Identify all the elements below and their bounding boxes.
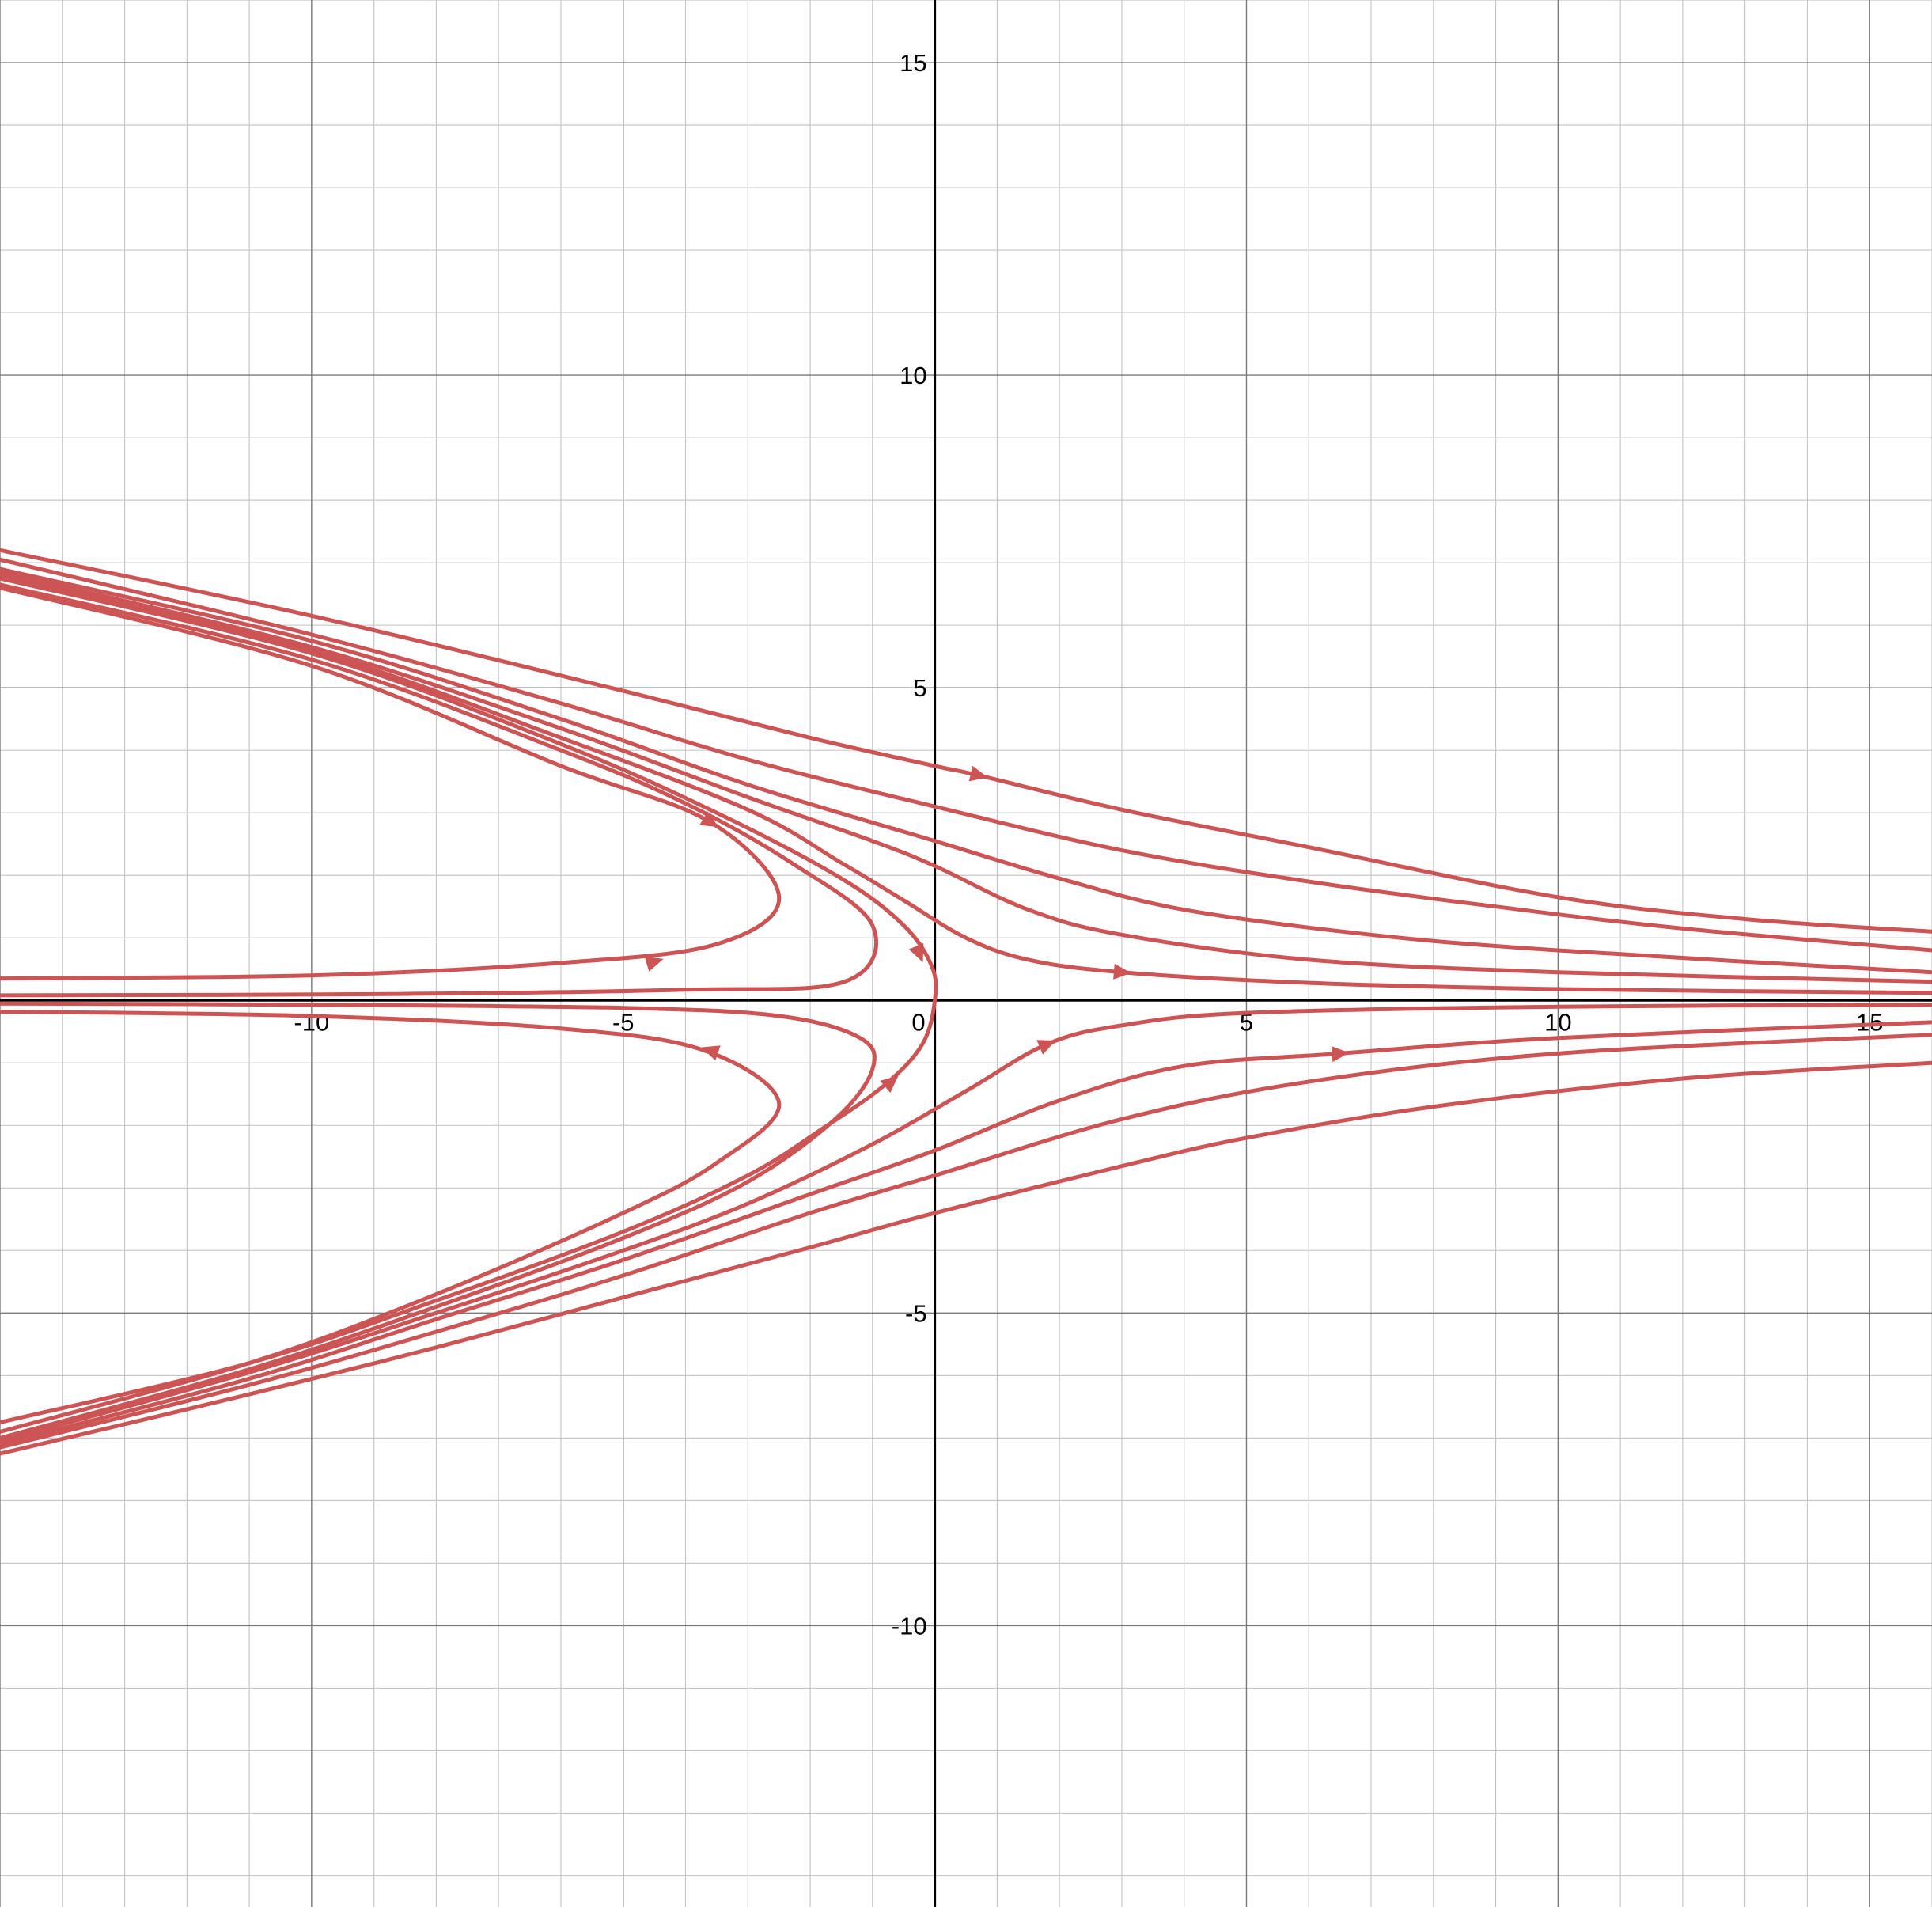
x-tick-label: 10: [1544, 1008, 1571, 1036]
trajectory-curve: [0, 548, 1932, 934]
trajectory-curve: [0, 567, 1932, 975]
direction-arrow: [908, 942, 924, 963]
y-tick-label: 15: [900, 49, 926, 77]
x-tick-label: -5: [612, 1008, 635, 1036]
trajectory-curve: [0, 570, 1932, 984]
y-tick-label: -5: [905, 1299, 927, 1327]
y-tick-label: 5: [913, 674, 926, 702]
direction-arrow: [1331, 1046, 1350, 1063]
direction-arrow: [968, 765, 988, 782]
trajectory-curve: [0, 1003, 1932, 1443]
direction-arrow: [701, 1045, 721, 1061]
tick-labels: -10 -5 0 5 10 15 15 10 5 -5 -10: [294, 49, 1883, 1640]
trajectory-curve: [0, 1060, 1932, 1456]
x-tick-label: 15: [1856, 1008, 1883, 1036]
trajectory-curve: [0, 1020, 1932, 1446]
trajectory-curve: [0, 1001, 877, 1440]
direction-arrow: [1113, 963, 1131, 980]
direction-arrow: [880, 1075, 899, 1094]
trajectory-curve: [0, 1033, 1932, 1450]
y-tick-label: 10: [900, 362, 926, 389]
direction-arrow: [1036, 1040, 1056, 1055]
trajectory-curve: [0, 573, 1932, 995]
trajectory-curve: [0, 576, 938, 1425]
trajectory-curve: [0, 557, 1932, 953]
x-tick-label: 5: [1240, 1008, 1253, 1036]
x-tick-label: 0: [911, 1008, 925, 1036]
y-tick-label: -10: [892, 1612, 927, 1640]
direction-arrow: [644, 956, 664, 972]
trajectory-curve: [0, 586, 782, 981]
direction-arrow: [699, 811, 719, 828]
trajectory-curve: [0, 582, 879, 998]
trajectory-curve: [0, 1010, 782, 1434]
x-tick-label: -10: [294, 1008, 329, 1036]
trajectory-curves: [0, 548, 1932, 1456]
